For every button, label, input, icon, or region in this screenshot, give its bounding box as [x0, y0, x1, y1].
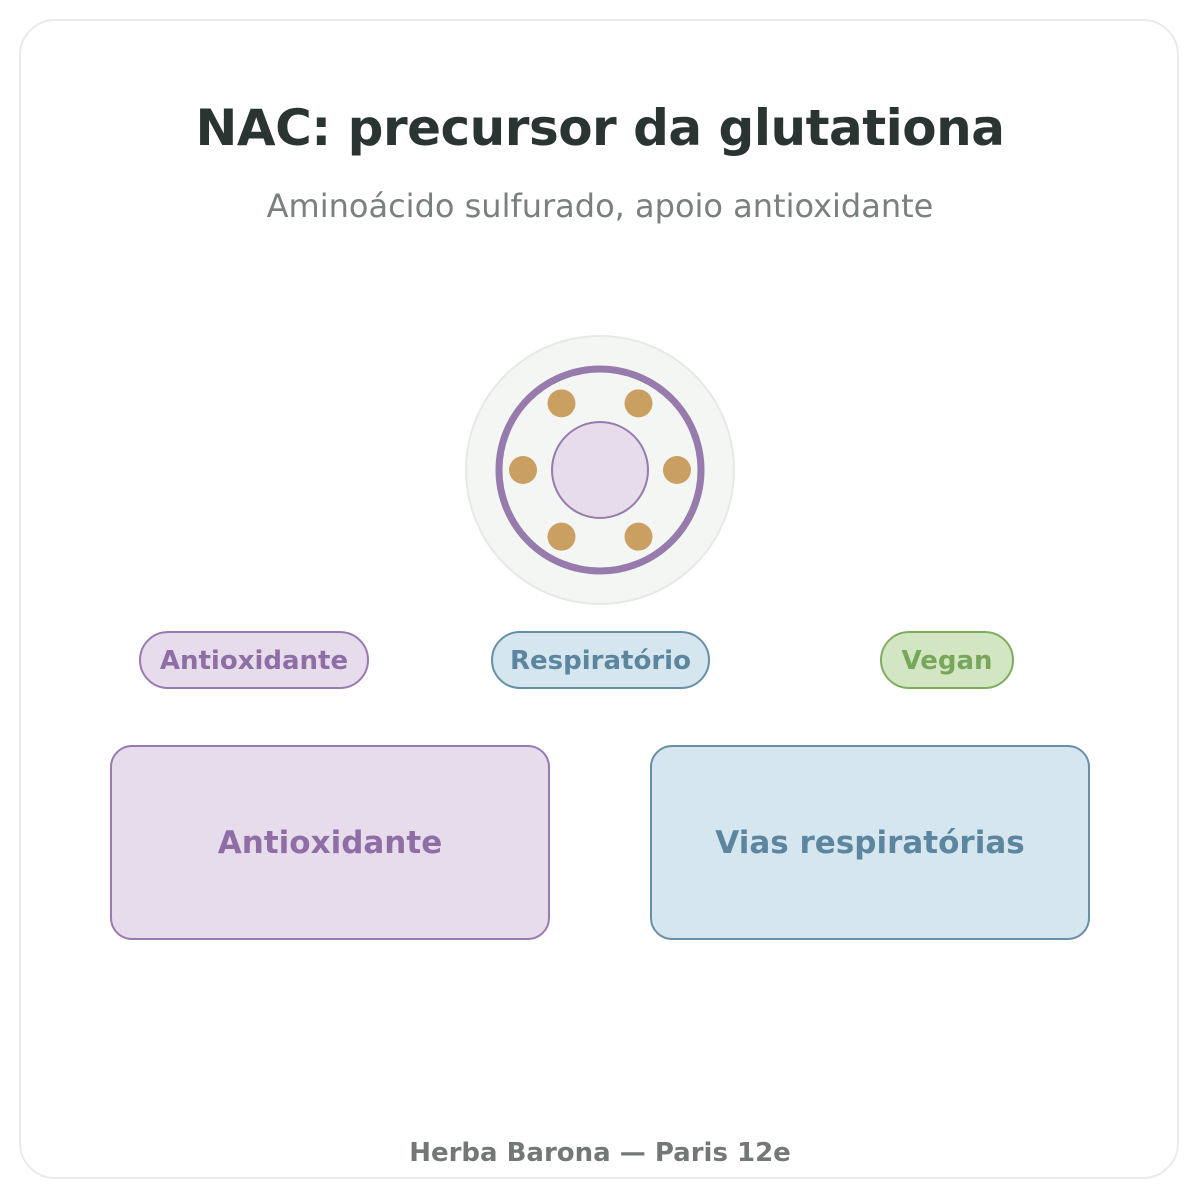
tag-antioxidante: Antioxidante [139, 631, 369, 689]
emblem-dot [663, 456, 691, 484]
emblem-core [551, 421, 649, 519]
benefit-card-antioxidante: Antioxidante [110, 745, 550, 940]
emblem-dot [547, 522, 576, 551]
page-title: NAC: precursor da glutationa [195, 99, 1005, 157]
emblem-dots [509, 389, 691, 551]
benefit-label: Vias respiratórias [715, 824, 1025, 861]
benefit-label: Antioxidante [217, 824, 443, 861]
capsule-ring-icon [465, 335, 735, 605]
benefit-card-vias-respiratorias: Vias respiratórias [650, 745, 1090, 940]
emblem-dot [624, 389, 653, 418]
tag-vegan: Vegan [880, 631, 1014, 689]
emblem-dot [509, 456, 537, 484]
emblem-dot [547, 389, 576, 418]
tag-respiratorio: Respiratório [491, 631, 710, 689]
footer-brand: Herba Barona — Paris 12e [409, 1138, 791, 1168]
page-subtitle: Aminoácido sulfurado, apoio antioxidante [266, 187, 934, 225]
emblem-dot [624, 522, 653, 551]
emblem-ring [495, 365, 705, 575]
